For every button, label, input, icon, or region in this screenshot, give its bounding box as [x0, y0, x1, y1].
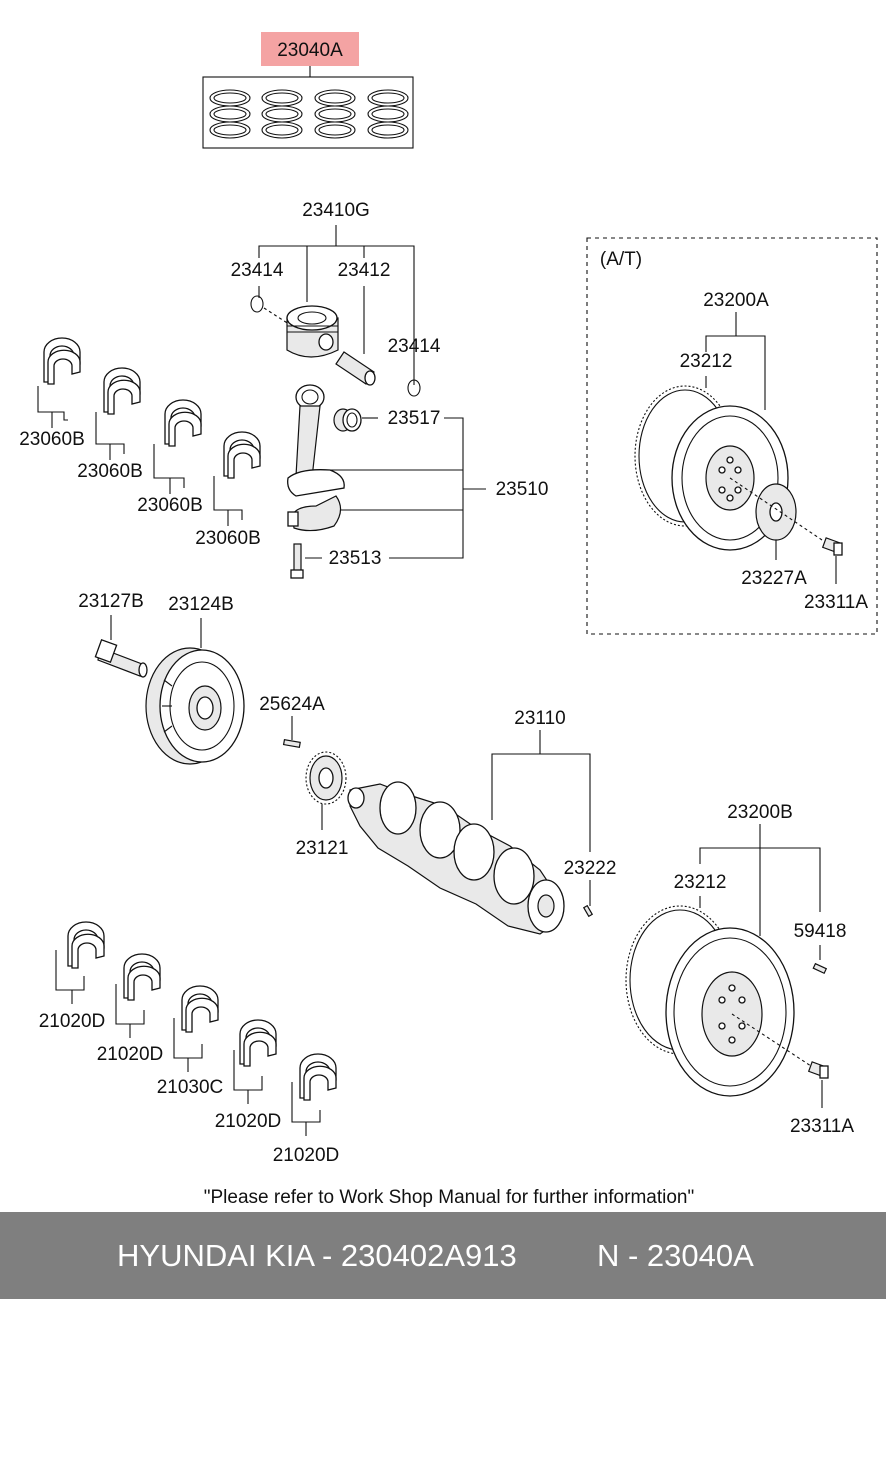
label-pin: 23222 [564, 858, 617, 879]
footer-bar: HYUNDAI KIA - 230402A913 N - 23040A [0, 1212, 886, 1299]
damper-pulley-group: 23127B 23124B [78, 591, 245, 765]
label-flywheel-assy: 23200B [727, 802, 793, 823]
label-snap-ring-left: 23414 [231, 260, 284, 281]
label-ring-gear-at: 23212 [680, 351, 733, 372]
label-damper-pulley: 23124B [168, 594, 234, 615]
label-crankshaft-assy: 23110 [514, 708, 565, 729]
label-rod-bearing-3: 23060B [137, 495, 203, 516]
label-at-title: (A/T) [600, 249, 642, 270]
piston-assembly: 23410G 23414 23412 23414 [231, 200, 441, 397]
label-main-bearing-4: 21020D [273, 1145, 340, 1166]
connecting-rod-assembly: 23517 23510 23513 [287, 384, 549, 579]
label-adapter-plate: 23227A [741, 568, 807, 589]
workshop-note: "Please refer to Work Shop Manual for fu… [204, 1187, 694, 1208]
mt-flywheel-group: 23200B 23212 59418 23311A [625, 802, 854, 1137]
footer-ref-number: N - 23040A [597, 1238, 754, 1273]
label-dowel-pin: 59418 [794, 921, 847, 942]
crankshaft-group: 25624A 23121 23110 23222 [259, 694, 617, 935]
label-snap-ring-right: 23414 [388, 336, 441, 357]
label-main-bearing-2: 21020D [97, 1044, 164, 1065]
piston-ring-set: 23040A [202, 32, 414, 149]
label-key: 25624A [259, 694, 325, 715]
label-bushing: 23517 [388, 408, 441, 429]
label-main-bearing-3: 21020D [215, 1111, 282, 1132]
rod-bearings: 23060B 23060B 23060B 23060B [19, 337, 261, 549]
label-piston-assy: 23410G [302, 200, 370, 221]
label-piston-ring-set: 23040A [277, 40, 343, 61]
label-main-bearing-1: 21020D [39, 1011, 106, 1032]
label-ring-gear-mt: 23212 [674, 872, 727, 893]
label-bolt-at: 23311A [804, 592, 868, 613]
label-pulley-bolt: 23127B [78, 591, 144, 612]
label-rod-bearing-2: 23060B [77, 461, 143, 482]
label-sprocket: 23121 [296, 838, 349, 859]
highlight-box [261, 32, 359, 66]
main-bearings: 21020D 21020D 21030C 21020D 21020D [39, 921, 340, 1166]
parts-diagram: 23040A 23410G 23414 23412 23414 2 [19, 32, 878, 1208]
label-rod-bearing-1: 23060B [19, 429, 85, 450]
label-connecting-rod-assy: 23510 [496, 479, 549, 500]
label-thrust-bearing: 21030C [157, 1077, 224, 1098]
label-rod-bearing-4: 23060B [195, 528, 261, 549]
label-rod-bolt: 23513 [329, 548, 382, 569]
at-drive-plate-group: (A/T) 23200A 23212 23227A 23311A [586, 237, 878, 635]
label-bolt-mt: 23311A [790, 1116, 854, 1137]
label-piston-pin: 23412 [338, 260, 391, 281]
label-drive-plate-assy: 23200A [703, 290, 769, 311]
footer-part-number: HYUNDAI KIA - 230402A913 [117, 1238, 517, 1273]
